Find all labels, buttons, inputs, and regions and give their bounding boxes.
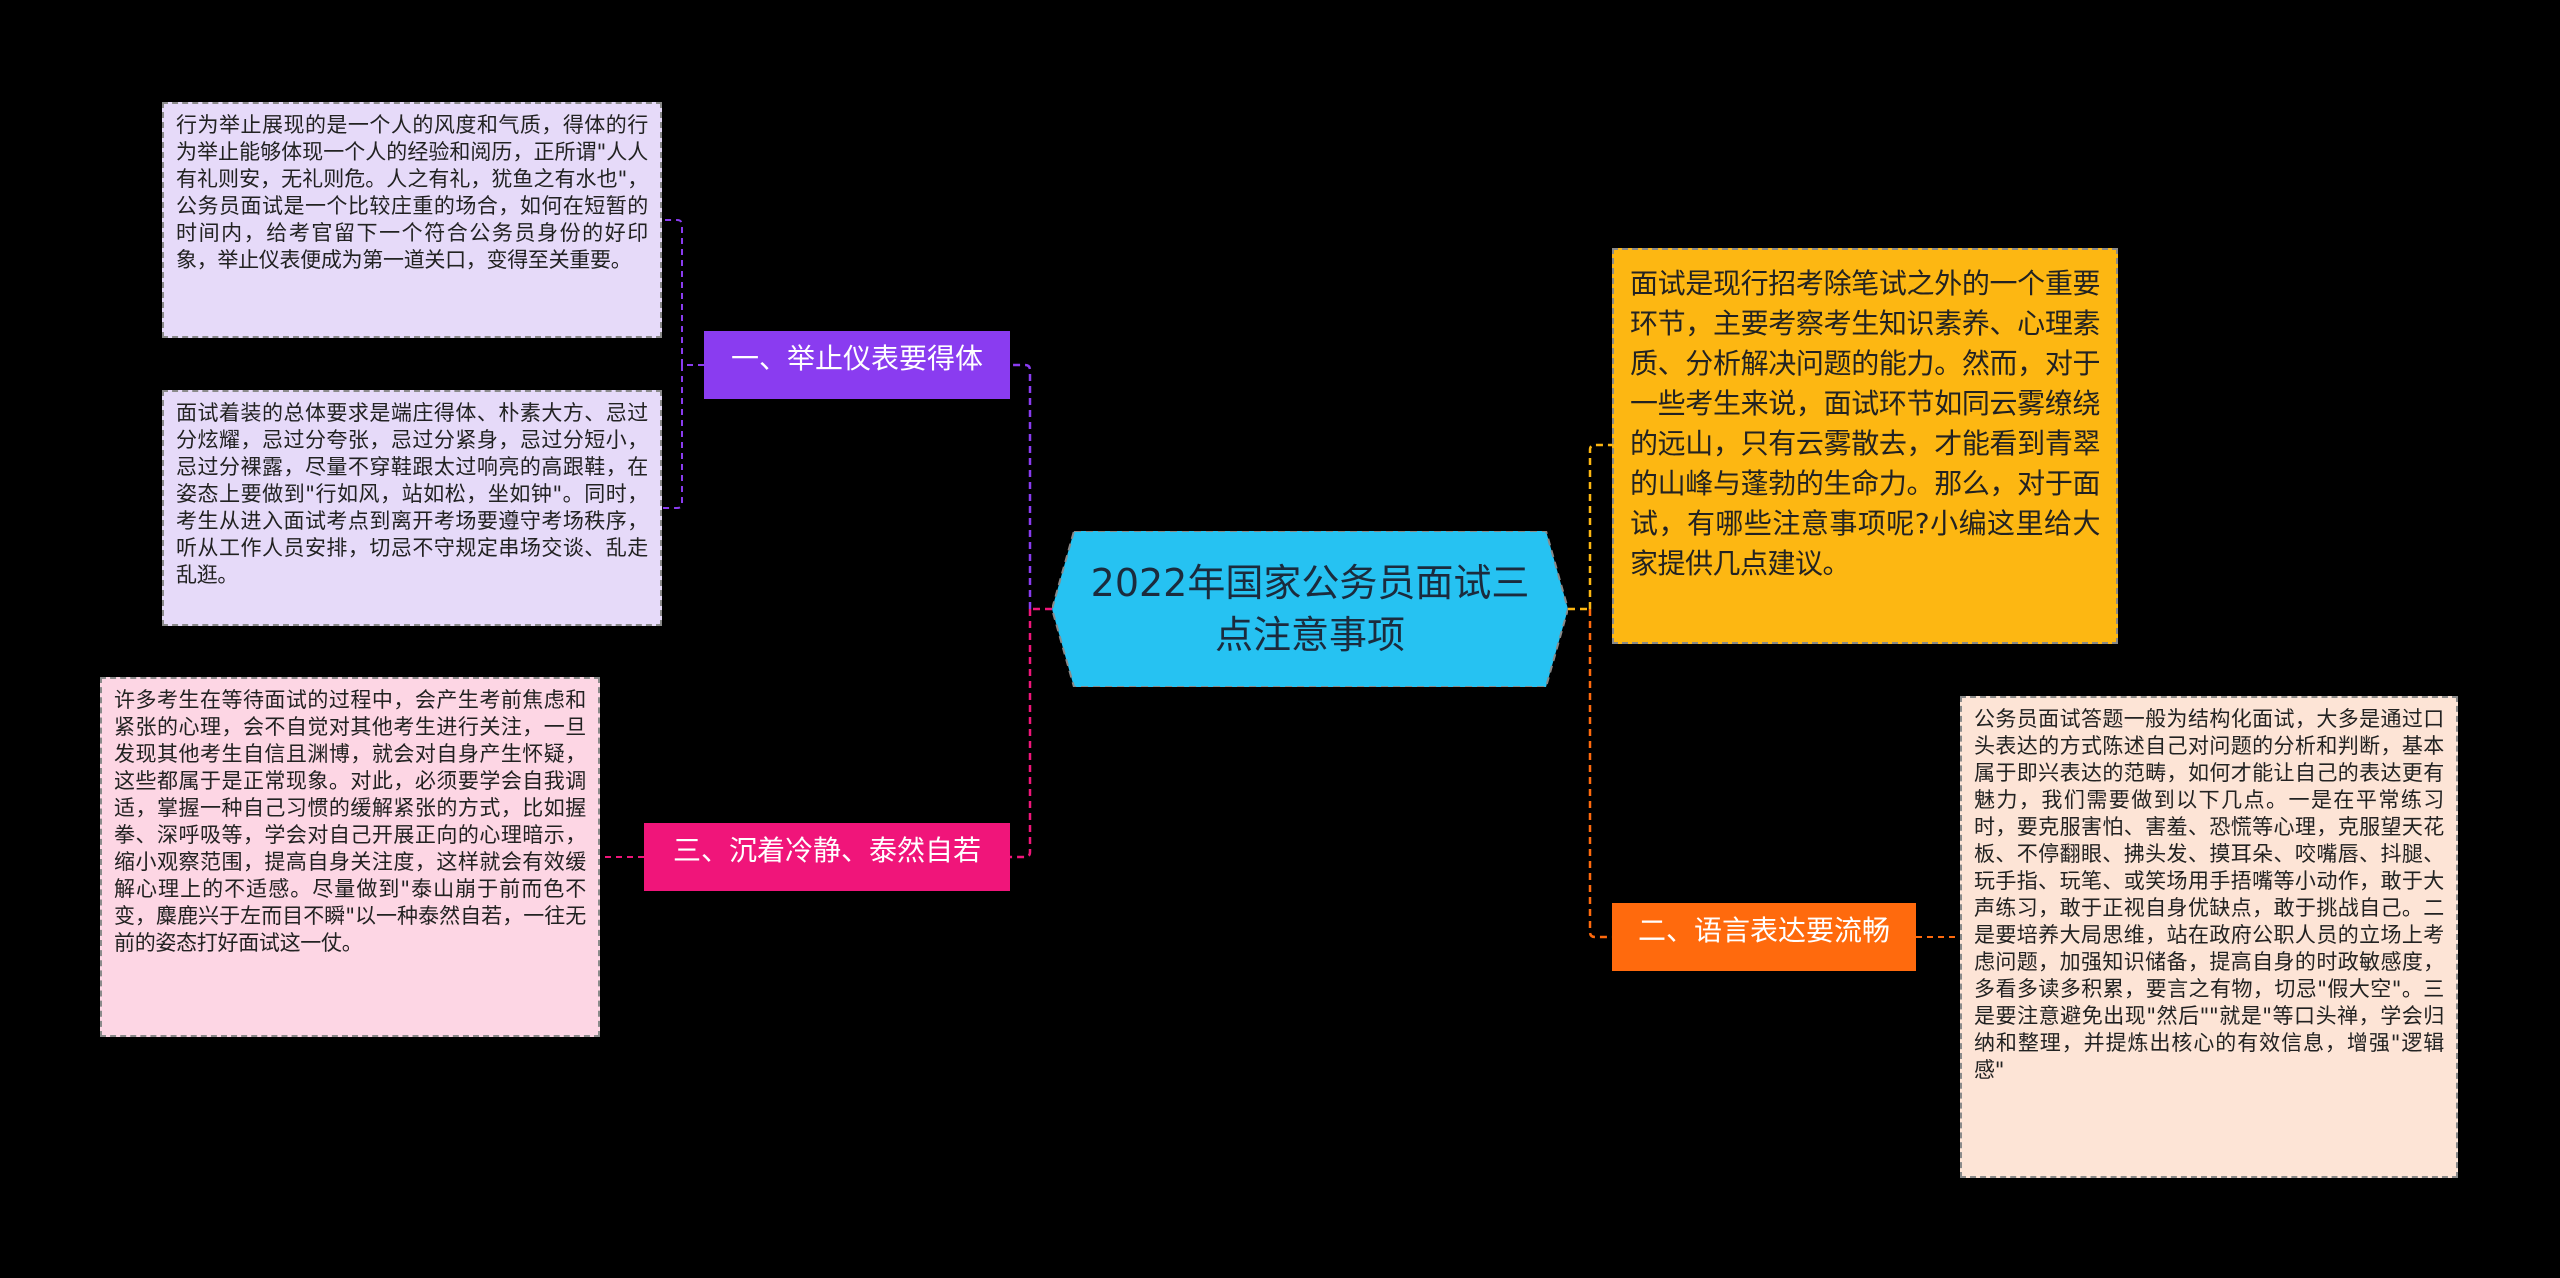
central-topic-shape [1052, 531, 1568, 687]
central-topic-title: 2022年国家公务员面试三点注意事项 [1090, 561, 1530, 657]
branch1-topic[interactable]: 一、举止仪表要得体 [704, 331, 1010, 399]
branch3-note: 许多考生在等待面试的过程中，会产生考前焦虑和紧张的心理，会不自觉对其他考生进行关… [100, 677, 600, 1037]
connector-intro [1588, 443, 1612, 609]
connector-branch2 [1588, 609, 1612, 939]
connector-branch1-note1 [662, 219, 704, 366]
central-topic[interactable]: 2022年国家公务员面试三点注意事项 [1052, 531, 1568, 687]
intro-note: 面试是现行招考除笔试之外的一个重要环节，主要考察考生知识素养、心理素质、分析解决… [1612, 248, 2118, 644]
branch1-note-2: 面试着装的总体要求是端庄得体、朴素大方、忌过分炫耀，忌过分夸张，忌过分紧身，忌过… [162, 390, 662, 626]
branch2-note: 公务员面试答题一般为结构化面试，大多是通过口头表达的方式陈述自己对问题的分析和判… [1960, 696, 2458, 1178]
connector-branch1 [1010, 363, 1032, 609]
branch2-topic[interactable]: 二、语言表达要流畅 [1612, 903, 1916, 971]
branch1-note-1: 行为举止展现的是一个人的风度和气质，得体的行为举止能够体现一个人的经验和阅历，正… [162, 102, 662, 338]
branch3-topic[interactable]: 三、沉着冷静、泰然自若 [644, 823, 1010, 891]
connector-branch1-note2 [662, 365, 683, 509]
connector-branch3 [1010, 609, 1032, 859]
